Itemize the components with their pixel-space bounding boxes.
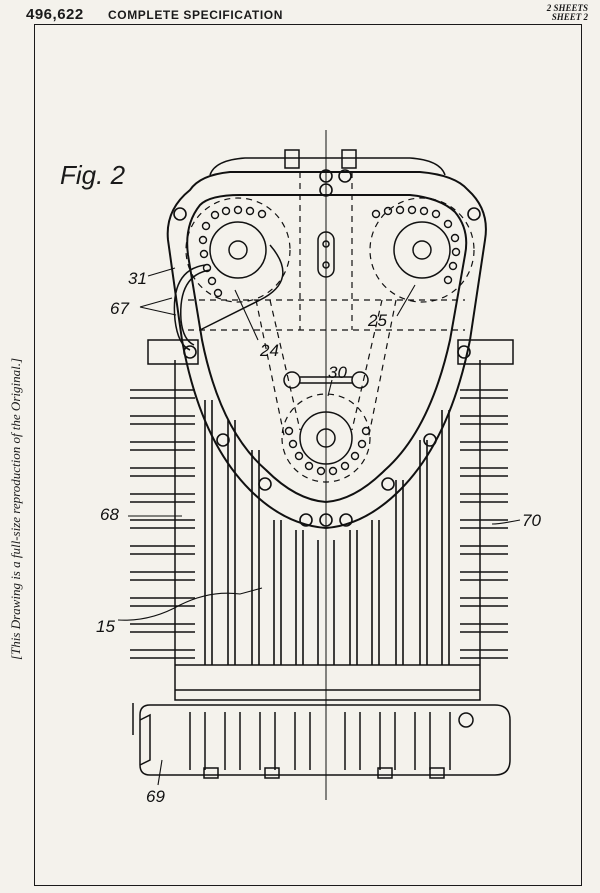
crank-sprocket: [299, 411, 353, 465]
drawing-frame: [34, 24, 582, 886]
right-cooling-fins: [457, 339, 514, 659]
drain-plug: [458, 712, 474, 728]
sheet-number: SHEET 2: [551, 12, 588, 22]
bottom-bolts: [203, 767, 445, 779]
label-67: 67: [110, 299, 129, 318]
figure-title: Fig. 2: [60, 160, 126, 190]
timing-chain: [198, 205, 461, 476]
oil-pipe-2: [199, 244, 284, 331]
cover-bolts: [173, 169, 481, 527]
label-31: 31: [128, 269, 147, 288]
cover-top: [209, 157, 446, 176]
label-68: 68: [100, 505, 119, 524]
label-24: 24: [259, 341, 279, 360]
leader-lines: [117, 267, 521, 786]
link-30: [283, 371, 369, 389]
label-70: 70: [522, 511, 541, 530]
cylinder-block: [174, 360, 481, 701]
stud-left: [284, 149, 300, 169]
label-69: 69: [146, 787, 165, 806]
crankcase: [139, 704, 511, 776]
right-cam-sprocket: [393, 221, 451, 279]
left-cooling-fins: [130, 339, 199, 659]
stud-right: [341, 149, 357, 169]
sheets-count: 2 SHEETS: [546, 3, 588, 13]
internal-fins: [204, 400, 450, 665]
sheet-indicator: 2 SHEETS SHEET 2: [547, 4, 588, 22]
chain-cover-inner: [186, 194, 468, 504]
oil-pipe-1: [173, 264, 206, 351]
label-15: 15: [96, 617, 115, 636]
tensioner-slot: [317, 231, 335, 278]
filler-cap: [139, 713, 151, 766]
label-30: 30: [328, 363, 347, 382]
label-25: 25: [367, 311, 387, 330]
specification-title: COMPLETE SPECIFICATION: [108, 8, 283, 22]
hidden-lines: [185, 172, 475, 483]
timing-cover: [166, 171, 487, 530]
left-cam-sprocket: [209, 221, 267, 279]
crankcase-ribs: [189, 712, 451, 770]
patent-number: 496,622: [26, 6, 84, 23]
